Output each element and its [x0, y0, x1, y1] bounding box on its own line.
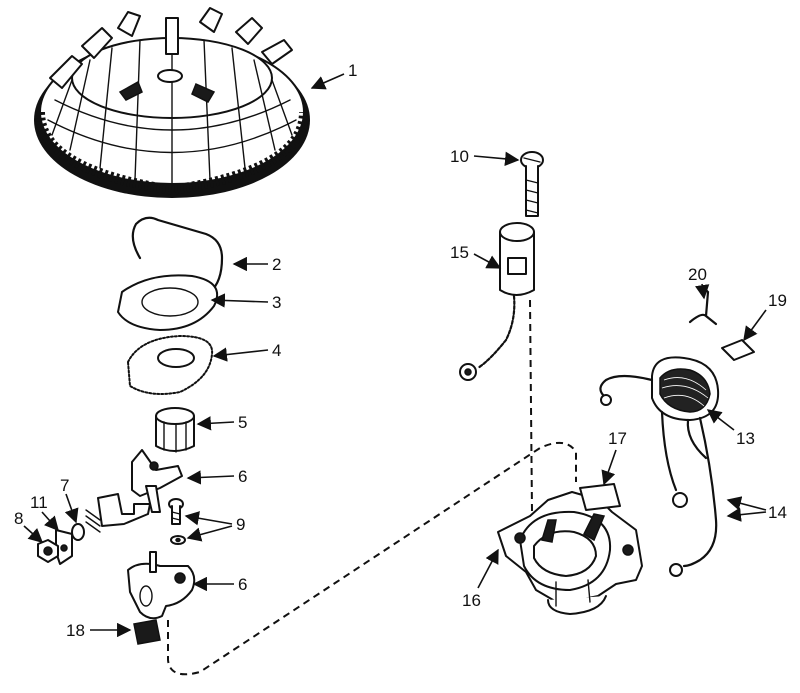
terminal-part: [55, 529, 73, 565]
svg-text:6: 6: [238, 575, 247, 594]
svg-text:1: 1: [348, 61, 357, 80]
contact-spring-part: [85, 493, 151, 533]
callout-4: 4: [212, 341, 281, 362]
callout-17: 17: [601, 429, 627, 486]
callout-1: 1: [310, 61, 357, 90]
svg-text:17: 17: [608, 429, 627, 448]
callout-7: 7: [60, 476, 79, 524]
svg-text:14: 14: [768, 503, 787, 522]
callout-13: 13: [706, 409, 755, 448]
svg-text:8: 8: [14, 509, 23, 528]
svg-text:13: 13: [736, 429, 755, 448]
insulator-part: [721, 339, 755, 361]
svg-text:18: 18: [66, 621, 85, 640]
callout-18: 18: [66, 621, 132, 640]
washer-part: [71, 523, 85, 541]
callout-15: 15: [450, 243, 502, 269]
callout-10: 10: [450, 147, 520, 166]
armature-frame-part: [497, 483, 643, 615]
felt-pad-part: [133, 619, 161, 645]
svg-text:3: 3: [272, 293, 281, 312]
coil-part: [599, 356, 720, 508]
callout-14: 14: [726, 496, 787, 522]
screw-part: [520, 151, 544, 217]
callout-9: 9: [184, 511, 245, 542]
callouts: 1 2 3 4 5 6 6 7: [14, 61, 787, 640]
svg-text:16: 16: [462, 591, 481, 610]
svg-text:7: 7: [60, 476, 69, 495]
svg-text:20: 20: [688, 265, 707, 284]
callout-6-lower: 6: [192, 575, 247, 594]
svg-text:5: 5: [238, 413, 247, 432]
callout-8: 8: [14, 509, 44, 543]
retainer-plate-part: [117, 274, 219, 331]
callout-20: 20: [688, 265, 710, 300]
callout-19: 19: [743, 291, 787, 342]
callout-6-upper: 6: [186, 467, 247, 486]
screw-and-washer-part: [168, 498, 186, 545]
svg-text:10: 10: [450, 147, 469, 166]
svg-text:4: 4: [272, 341, 281, 360]
svg-text:2: 2: [272, 255, 281, 274]
svg-text:9: 9: [236, 515, 245, 534]
condenser-part: [459, 222, 535, 381]
svg-text:11: 11: [30, 493, 48, 512]
callout-5: 5: [196, 413, 247, 432]
callout-11: 11: [30, 493, 59, 532]
alignment-dash-lines: [167, 299, 577, 676]
ground-wire-part: [669, 416, 718, 577]
svg-text:15: 15: [450, 243, 469, 262]
svg-text:6: 6: [238, 467, 247, 486]
breaker-plate-part: [127, 551, 196, 620]
nut-part: [37, 539, 59, 563]
callout-2: 2: [232, 255, 281, 274]
felt-gasket-part: [127, 335, 214, 395]
callout-3: 3: [210, 293, 281, 312]
flywheel-part: [34, 7, 310, 198]
callout-16: 16: [462, 548, 499, 610]
breaker-arm-part: [131, 449, 183, 513]
bushing-part: [155, 407, 195, 453]
svg-text:19: 19: [768, 291, 787, 310]
